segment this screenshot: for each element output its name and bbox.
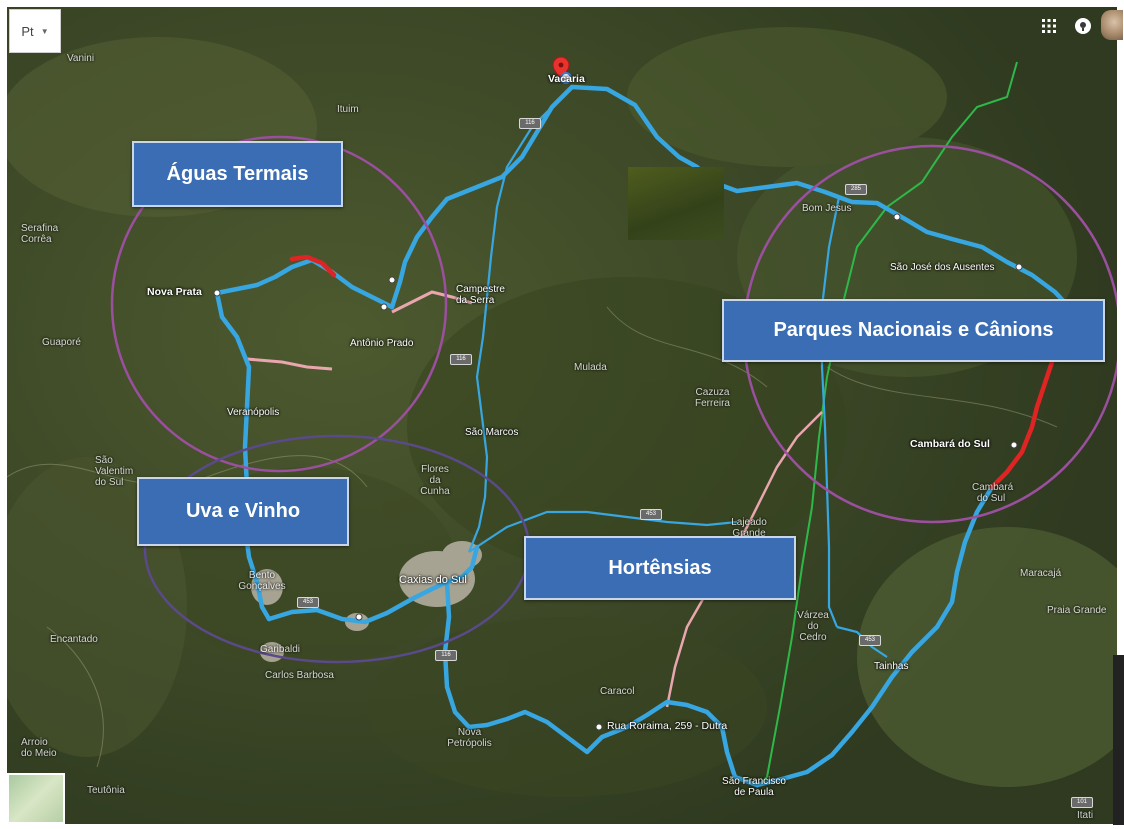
place-cambara-small[interactable]: Cambará do Sul <box>972 482 1014 504</box>
map-frame[interactable]: 116 116 116 285 453 453 453 101 Vacaria … <box>7 7 1117 824</box>
place-teutonia[interactable]: Teutônia <box>87 785 125 796</box>
user-avatar[interactable] <box>1101 10 1123 40</box>
place-carlos-barbosa[interactable]: Carlos Barbosa <box>265 670 334 681</box>
place-campestre[interactable]: Campestre da Serra <box>456 284 505 306</box>
place-nova-petropolis[interactable]: Nova Petrópolis <box>447 727 492 749</box>
place-sao-marcos[interactable]: São Marcos <box>465 427 519 438</box>
place-guapore[interactable]: Guaporé <box>42 337 81 348</box>
redacted-patch <box>628 167 724 240</box>
place-caxias[interactable]: Caxias do Sul <box>399 574 467 586</box>
map-side-controls[interactable] <box>1113 655 1124 825</box>
place-cazuza[interactable]: Cazuza Ferreira <box>694 387 730 409</box>
place-varzea[interactable]: Várzea do Cedro <box>797 610 829 643</box>
shield-br285: 285 <box>845 184 867 195</box>
chevron-down-icon: ▼ <box>40 26 49 36</box>
region-label-uva-vinho: Uva e Vinho <box>137 477 349 546</box>
place-lajeado-grande[interactable]: Lajeado Grande <box>731 517 767 539</box>
place-bom-jesus[interactable]: Bom Jesus <box>802 203 852 214</box>
place-garibaldi[interactable]: Garibaldi <box>260 644 301 655</box>
place-vanini[interactable]: Vanini <box>67 53 95 64</box>
place-caracol[interactable]: Caracol <box>600 686 635 697</box>
place-sao-jose[interactable]: São José dos Ausentes <box>890 262 995 273</box>
shield-br116-south: 116 <box>435 650 457 661</box>
place-antonio-prado[interactable]: Antônio Prado <box>350 338 414 349</box>
place-tainhas[interactable]: Tainhas <box>874 661 909 672</box>
place-mulada[interactable]: Mulada <box>574 362 607 373</box>
route-red-nova-prata <box>289 254 337 278</box>
place-vacaria[interactable]: Vacaria <box>548 73 585 85</box>
place-sao-valentim[interactable]: São Valentim do Sul <box>95 455 134 488</box>
shield-br101: 101 <box>1071 797 1093 808</box>
region-ring-aguas-termais <box>110 135 448 473</box>
shield-br116-north: 116 <box>519 118 541 129</box>
place-roca-sales[interactable]: Arroio do Meio <box>21 737 57 759</box>
satellite-map[interactable] <box>7 7 1117 824</box>
language-label: Pt <box>21 23 34 39</box>
place-sao-francisco[interactable]: São Francisco de Paula <box>722 776 786 798</box>
place-bento[interactable]: Bento Gonçalves <box>238 570 286 592</box>
notifications-icon[interactable] <box>1074 16 1092 36</box>
place-itati[interactable]: Itati <box>1077 810 1094 821</box>
route-pink-1 <box>391 290 473 314</box>
place-serafina[interactable]: Serafina Corrêa <box>21 223 59 245</box>
shield-rs453-caxias: 453 <box>297 597 319 608</box>
language-select[interactable]: Pt ▼ <box>9 9 61 53</box>
start-pin <box>552 56 572 84</box>
place-cambara[interactable]: Cambará do Sul <box>910 438 990 450</box>
place-praia-grande[interactable]: Praia Grande <box>1047 605 1107 616</box>
region-label-hortensias: Hortênsias <box>524 536 796 600</box>
place-maracaja[interactable]: Maracajá <box>1020 568 1062 579</box>
place-flores-da-cunha[interactable]: Flores da Cunha <box>420 464 450 497</box>
shield-rs453-east: 453 <box>640 509 662 520</box>
layer-toggle-thumbnail[interactable] <box>7 773 65 824</box>
place-veranopolis[interactable]: Veranópolis <box>227 407 280 418</box>
region-label-aguas-termais: Águas Termais <box>132 141 343 207</box>
apps-grid-icon[interactable] <box>1041 18 1057 34</box>
place-rua-roraima[interactable]: Rua Roraima, 259 - Dutra <box>607 720 728 732</box>
shield-br116-mid: 116 <box>450 354 472 365</box>
region-label-parques: Parques Nacionais e Cânions <box>722 299 1105 362</box>
place-encantado[interactable]: Encantado <box>50 634 98 645</box>
place-nova-prata[interactable]: Nova Prata <box>147 286 202 298</box>
shield-rs453-tainhas: 453 <box>859 635 881 646</box>
route-pink-2 <box>246 357 333 371</box>
place-ituim[interactable]: Ituim <box>337 104 359 115</box>
